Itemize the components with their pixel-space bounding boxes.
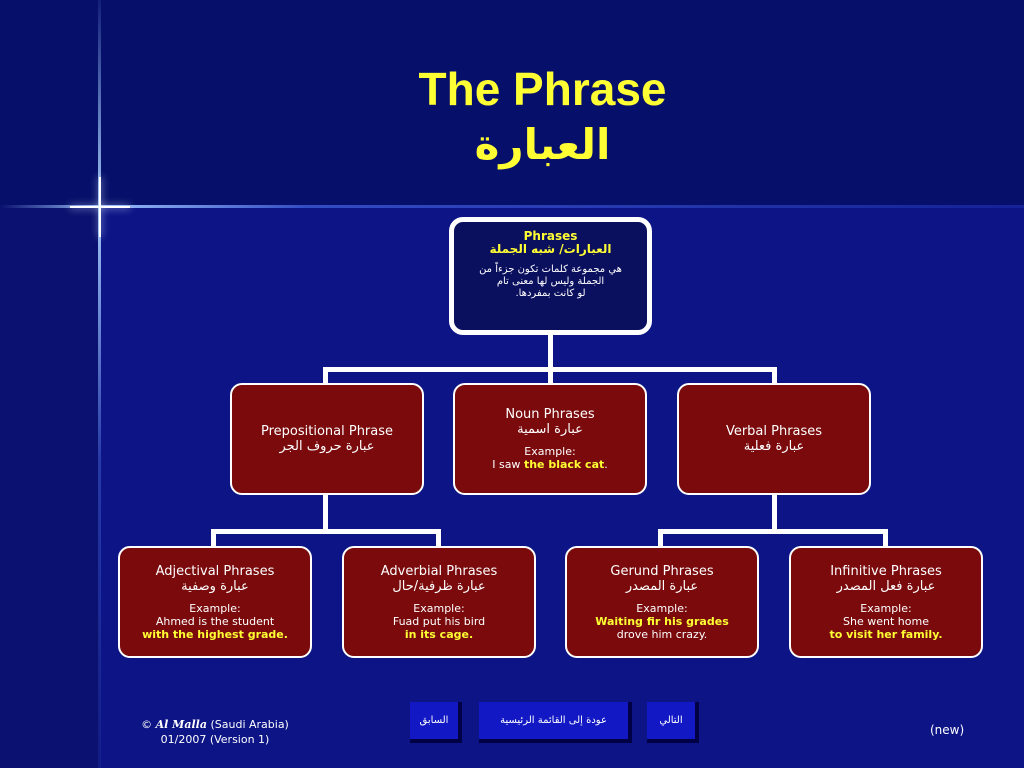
noun-example: Example: I saw the black cat. bbox=[459, 445, 641, 471]
root-heading-english: Phrases bbox=[523, 229, 578, 243]
adjectival-example: Example: Ahmed is the student with the h… bbox=[124, 602, 306, 641]
noun-example-end: . bbox=[604, 458, 608, 471]
connector-to-gerund bbox=[658, 529, 663, 548]
gerund-example-label: Example: bbox=[636, 601, 688, 615]
infinitive-phrases-box: Infinitive Phrases عبارة فعل المصدر Exam… bbox=[789, 546, 983, 658]
prepositional-title-arabic: عبارة حروف الجر bbox=[279, 439, 375, 454]
root-description-line-1: هي مجموعة كلمات تكون جزءاً من bbox=[479, 264, 622, 275]
connector-to-noun bbox=[548, 367, 553, 385]
infinitive-example-text: She went home bbox=[843, 614, 929, 628]
prepositional-title-english: Prepositional Phrase bbox=[260, 424, 394, 439]
previous-slide-button[interactable]: السابق bbox=[410, 702, 462, 743]
sparkle-icon bbox=[70, 177, 130, 237]
adjectival-example-text: Ahmed is the student bbox=[155, 614, 275, 628]
root-description-line-3: لو كانت بمفردها. bbox=[515, 288, 586, 299]
footer-credits: © Al Malla (Saudi Arabia) 01/2007 (Versi… bbox=[130, 717, 300, 747]
verbal-title-arabic: عبارة فعلية bbox=[743, 439, 805, 454]
noun-phrases-box: Noun Phrases عبارة اسمية Example: I saw … bbox=[453, 383, 647, 495]
adjectival-example-label: Example: bbox=[189, 601, 241, 615]
footer-version: 01/2007 (Version 1) bbox=[160, 733, 270, 746]
slide-title-english: The Phrase bbox=[418, 63, 667, 115]
infinitive-example-highlight: to visit her family. bbox=[829, 627, 943, 641]
new-label[interactable]: (new) bbox=[930, 723, 965, 737]
prepositional-phrase-box: Prepositional Phrase عبارة حروف الجر bbox=[230, 383, 424, 495]
noun-example-label: Example: bbox=[524, 445, 576, 458]
background-top-panel bbox=[0, 0, 1024, 205]
footer-author: Al Malla bbox=[155, 718, 207, 731]
connector-to-prepositional bbox=[323, 367, 328, 385]
connector-level3-right-bar bbox=[658, 529, 888, 534]
root-description-line-2: الجملة وليس لها معنى تام bbox=[496, 276, 605, 287]
connector-to-adverbial bbox=[436, 529, 441, 548]
noun-example-highlight: the black cat bbox=[523, 458, 605, 471]
phrases-root-box: Phrases العبارات/ شبه الجملة هي مجموعة ك… bbox=[449, 217, 652, 335]
noun-title-english: Noun Phrases bbox=[505, 407, 595, 422]
decorative-horizontal-line bbox=[0, 205, 1024, 208]
root-description: هي مجموعة كلمات تكون جزءاً من الجملة ولي… bbox=[458, 264, 643, 300]
adjectival-title-english: Adjectival Phrases bbox=[155, 563, 275, 579]
adverbial-example-text: Fuad put his bird bbox=[392, 614, 486, 628]
copyright-symbol: © bbox=[141, 718, 153, 731]
verbal-phrases-box: Verbal Phrases عبارة فعلية bbox=[677, 383, 871, 495]
adjectival-example-highlight: with the highest grade. bbox=[142, 627, 288, 641]
connector-to-infinitive bbox=[883, 529, 888, 548]
infinitive-example: Example: She went home to visit her fami… bbox=[795, 602, 977, 641]
gerund-title-english: Gerund Phrases bbox=[610, 563, 714, 579]
infinitive-title-english: Infinitive Phrases bbox=[830, 563, 942, 579]
adverbial-phrases-box: Adverbial Phrases عبارة ظرفية/حال Exampl… bbox=[342, 546, 536, 658]
main-menu-button[interactable]: عودة إلى القائمة الرئيسية bbox=[479, 702, 632, 743]
infinitive-title-arabic: عبارة فعل المصدر bbox=[836, 578, 936, 594]
gerund-example: Example: Waiting fir his grades drove hi… bbox=[571, 602, 753, 641]
root-heading-arabic: العبارات/ شبه الجملة bbox=[489, 242, 612, 256]
gerund-phrases-box: Gerund Phrases عبارة المصدر Example: Wai… bbox=[565, 546, 759, 658]
gerund-title-arabic: عبارة المصدر bbox=[625, 578, 699, 594]
connector-to-adjectival bbox=[211, 529, 216, 548]
gerund-example-text: drove him crazy. bbox=[616, 627, 708, 641]
noun-title-arabic: عبارة اسمية bbox=[517, 422, 583, 437]
noun-example-text: I saw bbox=[492, 458, 524, 471]
infinitive-example-label: Example: bbox=[860, 601, 912, 615]
adverbial-example: Example: Fuad put his bird in its cage. bbox=[348, 602, 530, 641]
connector-root-down bbox=[548, 333, 553, 370]
connector-level3-left-bar bbox=[211, 529, 441, 534]
adverbial-title-english: Adverbial Phrases bbox=[380, 563, 498, 579]
adjectival-title-arabic: عبارة وصفية bbox=[181, 578, 249, 594]
connector-to-verbal bbox=[772, 367, 777, 385]
adverbial-example-highlight: in its cage. bbox=[404, 627, 474, 641]
adverbial-example-label: Example: bbox=[413, 601, 465, 615]
connector-verbal-down bbox=[772, 493, 777, 533]
footer-location: (Saudi Arabia) bbox=[210, 718, 289, 731]
slide-title-arabic: العبارة bbox=[474, 120, 611, 169]
gerund-example-highlight: Waiting fir his grades bbox=[595, 614, 729, 628]
next-slide-button[interactable]: التالي bbox=[647, 702, 699, 743]
adverbial-title-arabic: عبارة ظرفية/حال bbox=[392, 578, 486, 594]
verbal-title-english: Verbal Phrases bbox=[725, 424, 823, 439]
decorative-vertical-line bbox=[98, 0, 101, 768]
connector-prepositional-down bbox=[323, 493, 328, 533]
adjectival-phrases-box: Adjectival Phrases عبارة وصفية Example: … bbox=[118, 546, 312, 658]
